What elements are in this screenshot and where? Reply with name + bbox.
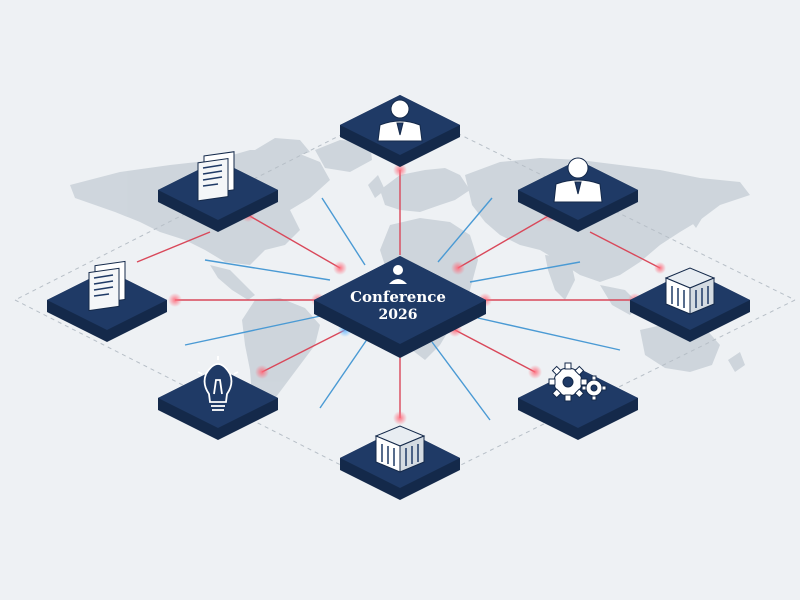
- building-icon: [374, 425, 426, 473]
- link-blue: [319, 337, 369, 409]
- document-icon: [197, 151, 235, 202]
- person-bust-icon: [553, 157, 603, 203]
- link-red: [136, 231, 211, 263]
- node-bottom[interactable]: [340, 425, 460, 500]
- node-lower-right[interactable]: [518, 362, 638, 440]
- link-red: [589, 231, 661, 269]
- link-blue: [204, 259, 331, 281]
- link-red: [261, 329, 346, 373]
- node-right[interactable]: [630, 267, 750, 342]
- lightbulb-icon: [197, 356, 239, 411]
- link-blue: [469, 261, 581, 283]
- link-blue: [184, 314, 326, 346]
- hub-year: 2026: [379, 307, 418, 323]
- building-icon: [664, 267, 716, 315]
- hub-title: Conference: [350, 288, 446, 306]
- link-blue: [321, 197, 366, 266]
- node-upper-right[interactable]: [518, 157, 638, 232]
- link-blue: [477, 317, 621, 351]
- node-lower-left[interactable]: [158, 356, 278, 440]
- person-bust-icon: [377, 99, 423, 142]
- person-icon: [389, 265, 407, 284]
- document-icon: [88, 260, 126, 312]
- node-top[interactable]: [340, 95, 460, 167]
- link-blue: [431, 341, 491, 421]
- hub-tile[interactable]: Conference 2026: [314, 256, 486, 358]
- node-left[interactable]: [47, 260, 167, 342]
- link-red: [247, 214, 341, 269]
- gears-icon: [548, 362, 607, 402]
- dashed-frame: [14, 104, 796, 496]
- link-blue: [437, 197, 493, 263]
- link-red: [457, 214, 551, 269]
- link-red: [454, 329, 536, 373]
- node-upper-left[interactable]: [158, 151, 278, 232]
- connection-lines: [136, 170, 661, 421]
